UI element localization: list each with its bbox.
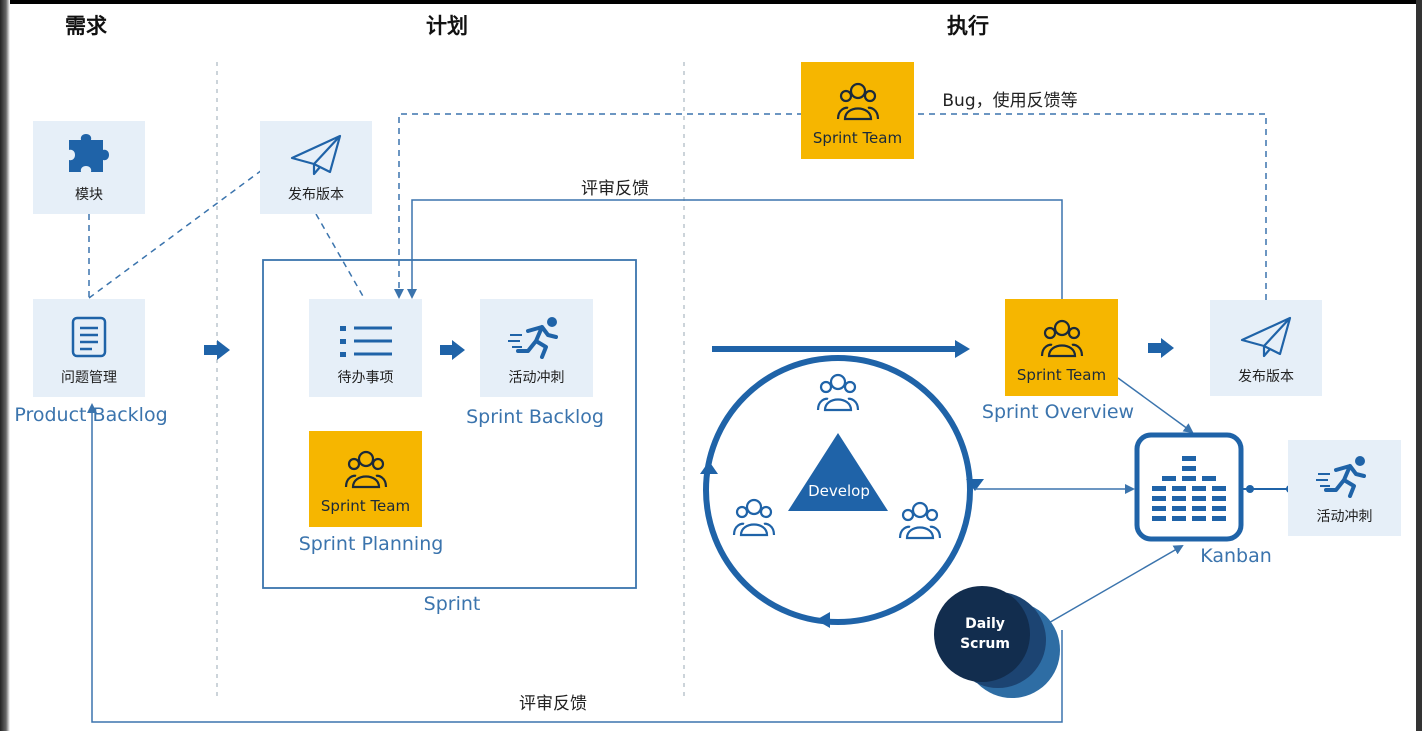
column-header-plan: 计划 xyxy=(426,14,468,38)
dash-release-todo xyxy=(315,213,365,299)
sprint-team-planning-label: Sprint Team xyxy=(320,497,411,515)
module-label: 模块 xyxy=(75,187,103,203)
develop-cycle-ring xyxy=(703,355,973,625)
sprint-team-planning[interactable]: Sprint Team xyxy=(309,431,422,527)
column-header-execute: 执行 xyxy=(947,14,989,38)
sprint-backlog-label: Sprint Backlog xyxy=(466,406,604,428)
overview-to-kanban xyxy=(1117,377,1194,434)
scrum-to-kanban xyxy=(1039,544,1184,629)
dash-backlog-release xyxy=(88,169,263,299)
bug-feedback-label: Bug，使用反馈等 xyxy=(942,91,1078,111)
release-label-left: 发布版本 xyxy=(288,187,344,203)
daily-scrum-line-2: Scrum xyxy=(960,636,1010,652)
issue-mgmt-label: 问题管理 xyxy=(61,370,117,386)
develop-triangle xyxy=(788,433,888,511)
paper-plane-icon xyxy=(1240,316,1292,358)
sprint-activity-label: 活动冲刺 xyxy=(508,370,565,386)
people-group-icon xyxy=(836,82,879,121)
people-group-icon xyxy=(732,498,776,537)
review-feedback-bottom-label: 评审反馈 xyxy=(519,694,587,714)
todo-card[interactable]: 待办事项 xyxy=(309,299,422,397)
develop-label: Develop xyxy=(808,482,870,500)
chunky-arrow-3 xyxy=(1148,338,1174,358)
top-edge xyxy=(0,0,1422,4)
sprint-box xyxy=(262,259,637,589)
sprint-team-overview[interactable]: Sprint Team xyxy=(1005,299,1118,396)
document-icon xyxy=(71,316,107,358)
daily-scrum-circle-front xyxy=(934,586,1030,682)
people-group-icon xyxy=(1040,319,1083,358)
column-header-demand: 需求 xyxy=(65,14,107,38)
right-edge xyxy=(1416,0,1422,731)
kanban-board-icon xyxy=(1134,432,1244,542)
people-group-icon xyxy=(898,501,942,540)
people-group-icon xyxy=(816,373,860,412)
release-card-left[interactable]: 发布版本 xyxy=(260,121,372,214)
sprint-overview-label: Sprint Overview xyxy=(981,401,1135,423)
kanban-label: Kanban xyxy=(1200,545,1272,567)
issue-mgmt-card[interactable]: 问题管理 xyxy=(33,299,145,397)
chunky-arrow-1 xyxy=(204,340,230,360)
cycle-arrow-right xyxy=(966,479,984,491)
review-feedback-top-label: 评审反馈 xyxy=(581,179,649,199)
sprint-activity-card-right[interactable]: 活动冲刺 xyxy=(1288,440,1401,536)
thick-arrow-head xyxy=(955,340,970,358)
puzzle-icon xyxy=(69,134,109,172)
release-label-right: 发布版本 xyxy=(1238,369,1294,385)
review-bottom-loop xyxy=(87,403,1063,723)
cycle-arrow-bottom xyxy=(816,612,830,628)
sprint-label: Sprint xyxy=(423,593,481,615)
people-group-icon xyxy=(344,450,387,489)
sprint-team-overview-label: Sprint Team xyxy=(1016,366,1107,384)
module-card[interactable]: 模块 xyxy=(33,121,145,214)
sprint-team-top[interactable]: Sprint Team xyxy=(801,62,914,159)
chunky-arrow-2 xyxy=(440,340,465,360)
running-man-icon xyxy=(507,317,558,359)
sprint-activity-card[interactable]: 活动冲刺 xyxy=(480,299,593,397)
cycle-arrow-left xyxy=(700,461,718,474)
review-top-loop xyxy=(407,199,1063,300)
left-edge xyxy=(0,0,10,731)
paper-plane-icon xyxy=(290,134,342,176)
sprint-planning-label: Sprint Planning xyxy=(298,533,444,555)
release-card-right[interactable]: 发布版本 xyxy=(1210,300,1322,396)
list-icon xyxy=(339,326,392,357)
daily-scrum-label: Daily Scrum xyxy=(960,614,1010,654)
running-man-icon xyxy=(1315,456,1366,498)
product-backlog-label: Product Backlog xyxy=(14,404,168,426)
sprint-activity-label-right: 活动冲刺 xyxy=(1316,509,1373,525)
daily-scrum-line-1: Daily xyxy=(965,616,1005,632)
sprint-team-top-label: Sprint Team xyxy=(812,129,903,147)
kanban-dot-left xyxy=(1246,485,1254,493)
todo-label: 待办事项 xyxy=(337,370,394,386)
